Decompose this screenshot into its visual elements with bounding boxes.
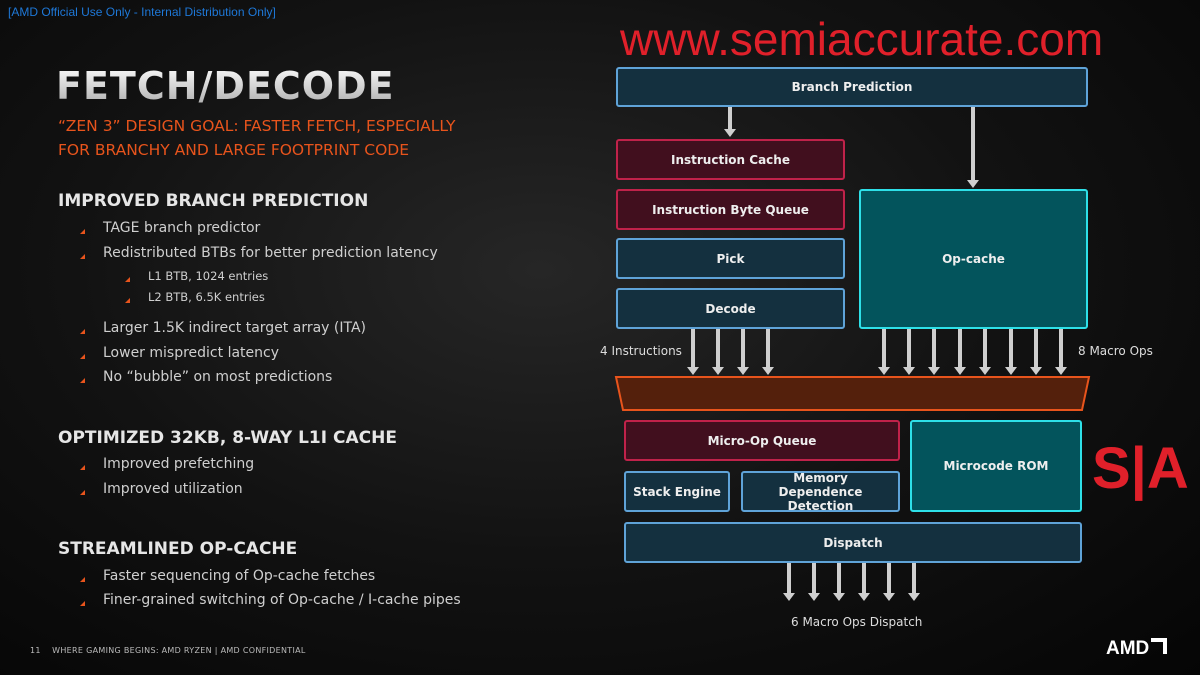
bullet-text: No “bubble” on most predictions	[103, 369, 333, 385]
bullet-text: Larger 1.5K indirect target array (ITA)	[103, 320, 366, 336]
arrow-down-icon	[954, 329, 966, 375]
watermark-logo: S|A	[1092, 436, 1189, 501]
amd-logo: AMD	[1106, 638, 1168, 660]
bullet-text: TAGE branch predictor	[103, 220, 261, 236]
bullet-text: Lower mispredict latency	[103, 345, 279, 361]
bullet-text: Faster sequencing of Op-cache fetches	[103, 568, 376, 584]
footer-text: WHERE GAMING BEGINS: AMD RYZEN | AMD CON…	[52, 646, 306, 655]
bullet-icon	[80, 354, 85, 359]
arrow-down-icon	[687, 329, 699, 375]
sub-bullet-text: L2 BTB, 6.5K entries	[148, 290, 265, 304]
bullet-icon	[80, 329, 85, 334]
bullet-icon	[80, 465, 85, 470]
mux-trapezoid	[614, 376, 1091, 411]
dispatch-block: Dispatch	[624, 522, 1082, 563]
arrow-down-icon	[737, 329, 749, 375]
microcode-rom-block: Microcode ROM	[910, 420, 1082, 512]
six-macro-ops-label: 6 Macro Ops Dispatch	[791, 615, 923, 629]
arrow-down-icon	[724, 107, 736, 137]
instruction-byte-queue-block: Instruction Byte Queue	[616, 189, 845, 230]
arrow-down-icon	[762, 329, 774, 375]
bullet-icon	[80, 378, 85, 383]
stack-engine-block: Stack Engine	[624, 471, 730, 512]
decode-block: Decode	[616, 288, 845, 329]
subtitle-line-2: FOR BRANCHY AND LARGE FOOTPRINT CODE	[58, 141, 410, 159]
sub-bullet-text: L1 BTB, 1024 entries	[148, 269, 269, 283]
arrow-down-icon	[908, 563, 920, 601]
arrow-down-icon	[712, 329, 724, 375]
arrow-down-icon	[979, 329, 991, 375]
section-heading: STREAMLINED OP-CACHE	[58, 539, 298, 559]
bullet-icon	[80, 229, 85, 234]
arrow-down-icon	[928, 329, 940, 375]
micro-op-queue-block: Micro-Op Queue	[624, 420, 900, 461]
bullet-text: Improved utilization	[103, 481, 243, 497]
eight-macro-ops-label: 8 Macro Ops	[1078, 344, 1153, 358]
amd-logo-text: AMD	[1106, 638, 1150, 659]
branch-prediction-block: Branch Prediction	[616, 67, 1088, 107]
op-cache-block: Op-cache	[859, 189, 1088, 329]
bullet-text: Finer-grained switching of Op-cache / I-…	[103, 592, 461, 608]
bullet-text: Redistributed BTBs for better prediction…	[103, 245, 438, 261]
bullet-icon	[125, 277, 130, 282]
memory-dependence-block: Memory Dependence Detection	[741, 471, 900, 513]
classification-tag: [AMD Official Use Only - Internal Distri…	[8, 5, 276, 19]
bullet-icon	[80, 601, 85, 606]
arrow-down-icon	[883, 563, 895, 601]
watermark-url: www.semiaccurate.com	[620, 13, 1104, 65]
arrow-down-icon	[808, 563, 820, 601]
arrow-down-icon	[1005, 329, 1017, 375]
instruction-cache-block: Instruction Cache	[616, 139, 845, 180]
pick-block: Pick	[616, 238, 845, 279]
section-heading: OPTIMIZED 32KB, 8-WAY L1I CACHE	[58, 428, 397, 448]
arrow-down-icon	[1030, 329, 1042, 375]
arrow-down-icon	[878, 329, 890, 375]
footer: 11 WHERE GAMING BEGINS: AMD RYZEN | AMD …	[30, 646, 306, 655]
section-heading: IMPROVED BRANCH PREDICTION	[58, 191, 369, 211]
bullet-icon	[80, 490, 85, 495]
slide-title: FETCH/DECODE	[56, 64, 395, 108]
arrow-down-icon	[833, 563, 845, 601]
arrow-down-icon	[967, 107, 979, 188]
arrow-down-icon	[858, 563, 870, 601]
amd-arrow-icon	[1151, 638, 1168, 654]
page-number: 11	[30, 646, 41, 655]
bullet-icon	[80, 254, 85, 259]
subtitle-line-1: “ZEN 3” DESIGN GOAL: FASTER FETCH, ESPEC…	[58, 117, 456, 135]
bullet-text: Improved prefetching	[103, 456, 255, 472]
arrow-down-icon	[903, 329, 915, 375]
bullet-icon	[125, 298, 130, 303]
bullet-icon	[80, 577, 85, 582]
arrow-down-icon	[1055, 329, 1067, 375]
four-instructions-label: 4 Instructions	[600, 344, 682, 358]
arrow-down-icon	[783, 563, 795, 601]
